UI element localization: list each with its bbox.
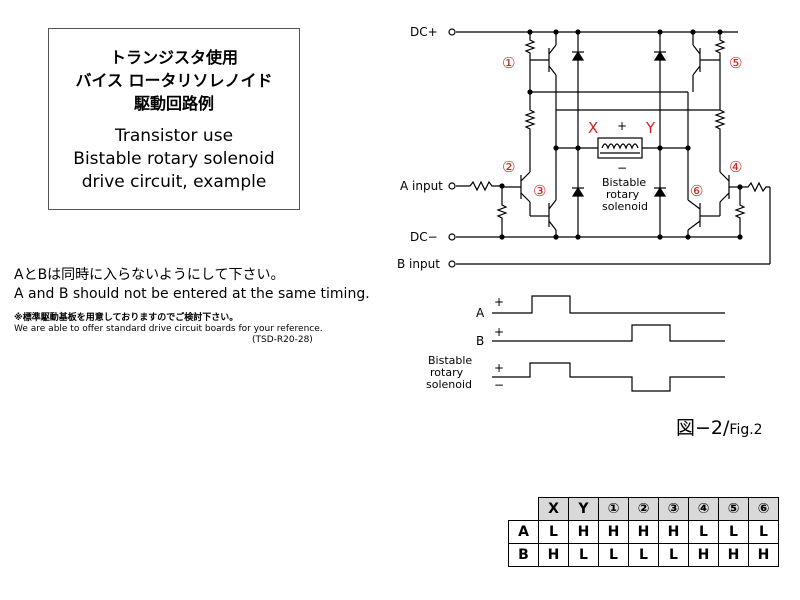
cell: H bbox=[718, 543, 749, 567]
y-label: Y bbox=[645, 119, 656, 137]
cell: H bbox=[748, 543, 779, 567]
figure-caption-small: Fig.2 bbox=[729, 422, 763, 438]
solenoid-label-3: solenoid bbox=[602, 200, 648, 213]
title-jp-line3: 駆動回路例 bbox=[133, 94, 214, 113]
figure-caption: 図−2/Fig.2 bbox=[676, 413, 763, 440]
timing-solenoid bbox=[492, 362, 725, 392]
cell: L bbox=[538, 520, 569, 544]
timing-sol-label-1: Bistable bbox=[428, 354, 472, 367]
cell: L bbox=[688, 520, 719, 544]
cell: L bbox=[628, 543, 659, 567]
offer-note: ※標準駆動基板を用意しておりますのでご検討下さい。 We are able to… bbox=[14, 313, 323, 346]
transistor-5-label: ⑤ bbox=[729, 54, 742, 72]
cell: L bbox=[568, 543, 599, 567]
transistor-6-label: ⑥ bbox=[690, 182, 703, 200]
cell: L bbox=[718, 520, 749, 544]
cell: H bbox=[658, 520, 689, 544]
transistor-3-label: ③ bbox=[533, 182, 546, 200]
timing-sol-plus: + bbox=[494, 361, 504, 375]
timing-b-plus: + bbox=[494, 325, 504, 339]
timing-a-plus: + bbox=[494, 295, 504, 309]
solenoid-label-1: Bistable bbox=[602, 176, 646, 189]
transistor-4-label: ④ bbox=[729, 158, 742, 176]
cell: H bbox=[688, 543, 719, 567]
transistor-2-label: ② bbox=[502, 158, 515, 176]
truth-table: X Y ① ② ③ ④ ⑤ ⑥ A L H H H H L L L B H L … bbox=[508, 497, 779, 567]
row-label-a: A bbox=[508, 520, 539, 544]
title-box: トランジスタ使用 バイス ロータリソレノイド 駆動回路例 Transistor … bbox=[48, 28, 300, 210]
x-label: X bbox=[588, 119, 598, 137]
cell: H bbox=[568, 520, 599, 544]
table-row: B H L L L L H H H bbox=[508, 543, 779, 567]
header-3: ③ bbox=[658, 497, 689, 521]
timing-sol-label-3: solenoid bbox=[426, 378, 472, 391]
title-en-line2: Bistable rotary solenoid bbox=[73, 149, 275, 169]
header-1: ① bbox=[598, 497, 629, 521]
cell: L bbox=[658, 543, 689, 567]
b-input-label: B input bbox=[397, 257, 440, 271]
cell: H bbox=[598, 520, 629, 544]
timing-sol-minus: − bbox=[494, 378, 504, 392]
row-label-b: B bbox=[508, 543, 539, 567]
timing-a-label: A bbox=[476, 306, 485, 320]
timing-b bbox=[492, 324, 725, 342]
header-2: ② bbox=[628, 497, 659, 521]
title-en-line3: drive circuit, example bbox=[81, 172, 267, 192]
title-jp-line2: バイス ロータリソレノイド bbox=[75, 71, 273, 90]
title-en-line1: Transistor use bbox=[114, 126, 234, 146]
cell: L bbox=[748, 520, 779, 544]
warning-jp: AとBは同時に入らないようにして下さい。 bbox=[14, 267, 285, 283]
header-4: ④ bbox=[688, 497, 719, 521]
dc-plus-label: DC+ bbox=[410, 25, 438, 39]
dc-minus-label: DC− bbox=[410, 230, 438, 244]
figure-caption-main: 図−2/ bbox=[676, 417, 730, 439]
truth-table-corner bbox=[509, 498, 539, 521]
table-row: A L H H H H L L L bbox=[508, 520, 779, 544]
truth-table-header-row: X Y ① ② ③ ④ ⑤ ⑥ bbox=[509, 497, 779, 521]
ref-code: (TSD-R20-28) bbox=[252, 335, 313, 345]
transistor-1 bbox=[530, 32, 557, 148]
cell: H bbox=[628, 520, 659, 544]
solenoid-label-2: rotary bbox=[606, 188, 640, 201]
offer-en: We are able to offer standard drive circ… bbox=[14, 324, 323, 334]
timing-sol-label-2: rotary bbox=[430, 366, 464, 379]
minus-sign: − bbox=[617, 161, 627, 175]
warning-en: A and B should not be entered at the sam… bbox=[14, 286, 370, 302]
cell: H bbox=[538, 543, 569, 567]
solenoid-coil bbox=[597, 137, 643, 159]
timing-b-label: B bbox=[476, 334, 484, 348]
transistor-1-label: ① bbox=[502, 54, 515, 72]
cell: L bbox=[598, 543, 629, 567]
a-input-label: A input bbox=[400, 179, 443, 193]
header-y: Y bbox=[568, 497, 599, 521]
header-x: X bbox=[538, 497, 569, 521]
transistor-5 bbox=[692, 32, 720, 92]
warning-note: AとBは同時に入らないようにして下さい。 A and B should not … bbox=[14, 266, 370, 304]
header-6: ⑥ bbox=[748, 497, 779, 521]
offer-jp: ※標準駆動基板を用意しておりますのでご検討下さい。 bbox=[14, 313, 239, 323]
transistor-2 bbox=[502, 168, 531, 216]
timing-a bbox=[492, 295, 725, 314]
header-5: ⑤ bbox=[718, 497, 749, 521]
title-jp-line1: トランジスタ使用 bbox=[109, 48, 238, 67]
plus-sign: + bbox=[617, 119, 627, 133]
